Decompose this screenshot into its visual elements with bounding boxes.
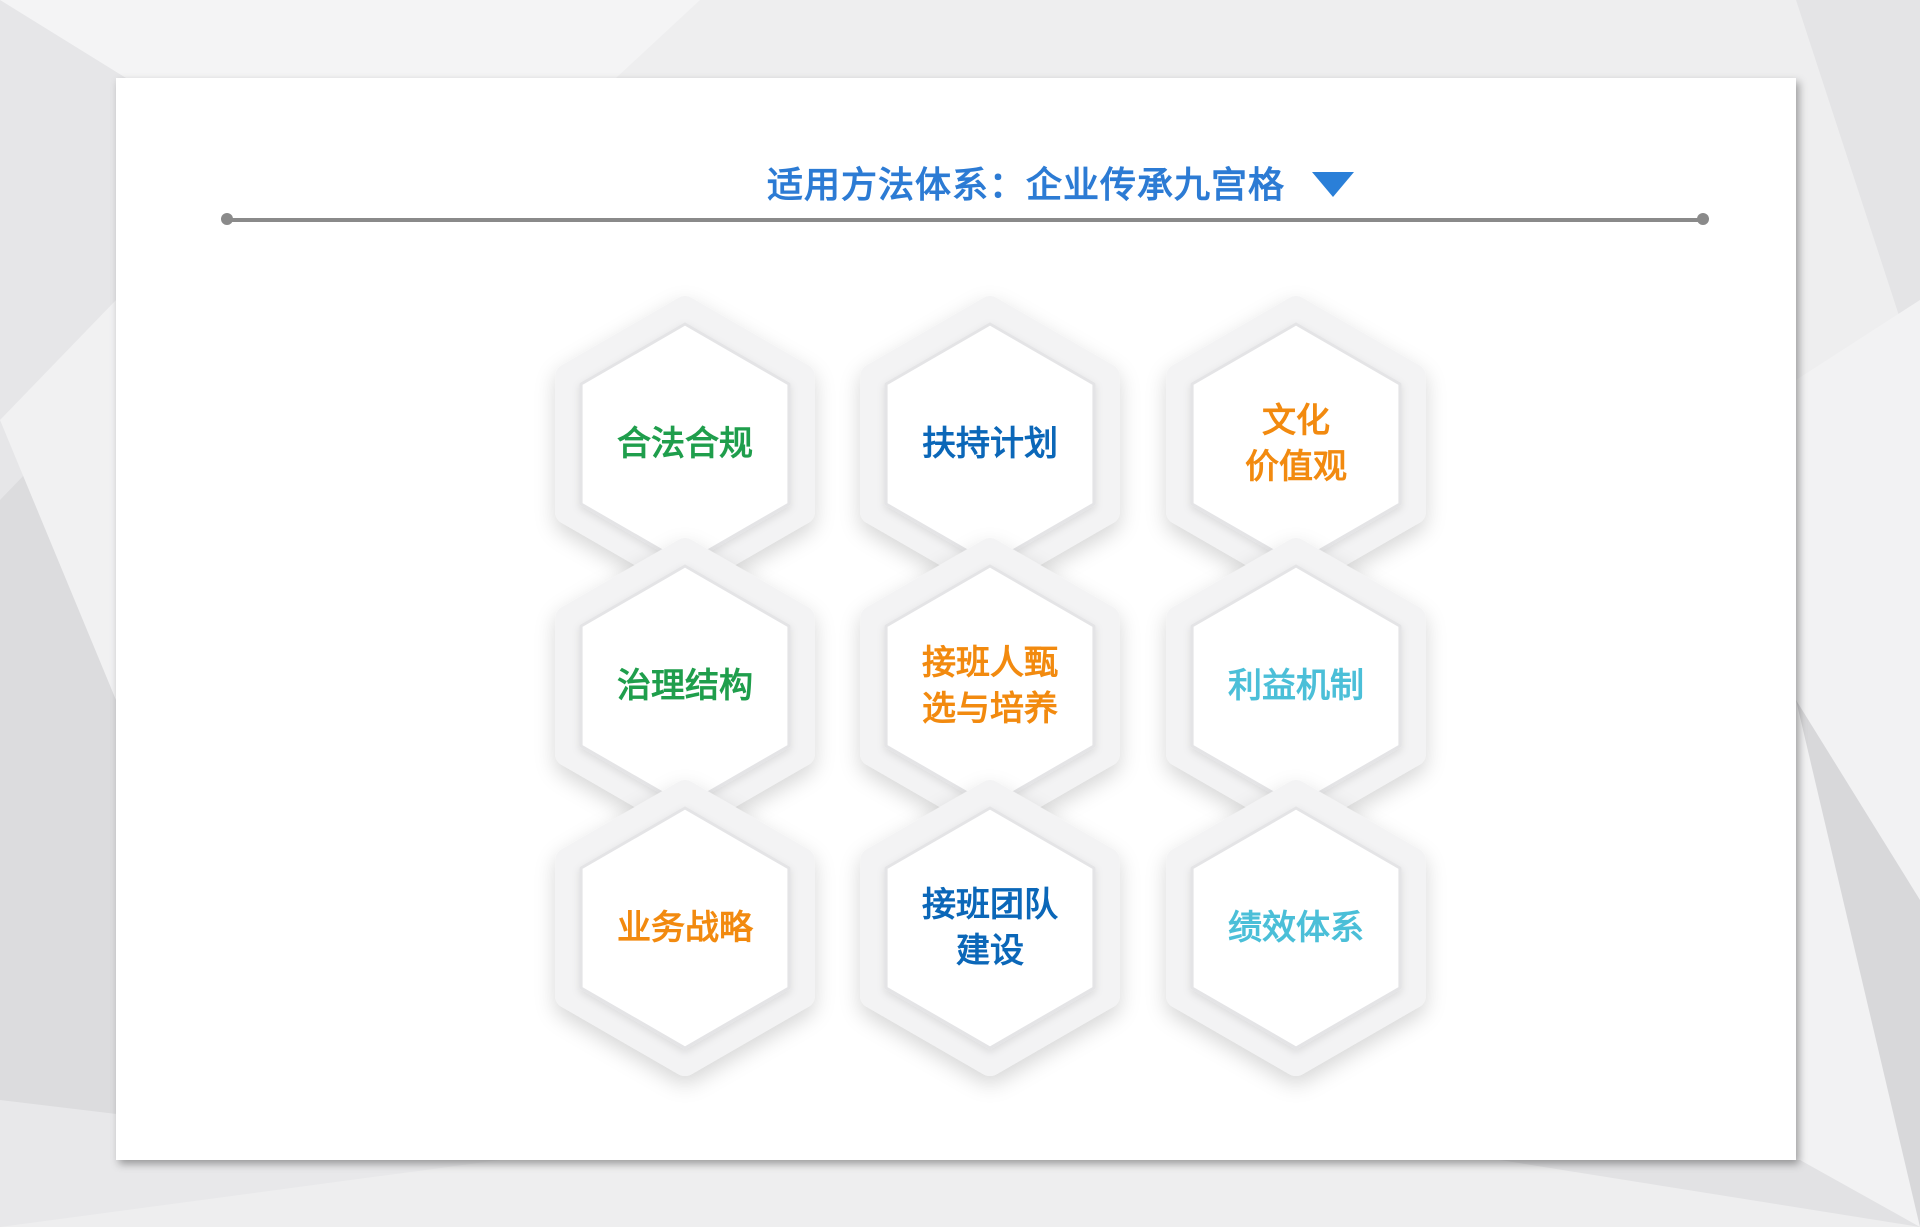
title-divider bbox=[226, 218, 1704, 222]
grid-item-label: 文化价值观 bbox=[1176, 398, 1416, 490]
grid-item-label: 绩效体系 bbox=[1176, 905, 1416, 951]
triangle-down-icon bbox=[1312, 172, 1354, 197]
grid-item-label: 扶持计划 bbox=[870, 421, 1110, 467]
grid-item-label: 合法合规 bbox=[565, 421, 805, 467]
hex-ring-5 bbox=[1166, 538, 1426, 834]
grid-item-label: 利益机制 bbox=[1176, 663, 1416, 709]
grid-item-line: 绩效体系 bbox=[1228, 908, 1364, 948]
page-title: 适用方法体系：企业传承九宫格 bbox=[766, 165, 1285, 206]
hex-ring-7 bbox=[860, 780, 1120, 1076]
hex-inner bbox=[1190, 806, 1402, 1050]
grid-item-label: 接班人甄选与培养 bbox=[870, 640, 1110, 732]
divider-right-dot bbox=[1697, 213, 1709, 225]
hex-ring-1 bbox=[860, 296, 1120, 592]
grid-item-line: 文化 bbox=[1262, 401, 1330, 441]
title-row: 适用方法体系：企业传承九宫格 bbox=[116, 148, 1796, 212]
grid-item-line: 扶持计划 bbox=[922, 424, 1058, 464]
hex-inner bbox=[579, 806, 791, 1050]
grid-item-label: 治理结构 bbox=[565, 663, 805, 709]
hex-ring-8 bbox=[1166, 780, 1426, 1076]
grid-item-line: 选与培养 bbox=[922, 689, 1058, 729]
hex-ring-2 bbox=[1166, 296, 1426, 592]
grid-item-line: 利益机制 bbox=[1228, 666, 1364, 706]
divider-left-dot bbox=[221, 213, 233, 225]
hex-ring-6 bbox=[555, 780, 815, 1076]
grid-item-line: 接班人甄 bbox=[922, 643, 1058, 683]
grid-item-label: 接班团队建设 bbox=[870, 882, 1110, 974]
grid-item-line: 治理结构 bbox=[617, 666, 753, 706]
grid-item-line: 业务战略 bbox=[617, 908, 753, 948]
grid-item-line: 建设 bbox=[956, 931, 1024, 971]
grid-item-label: 业务战略 bbox=[565, 905, 805, 951]
grid-item-line: 接班团队 bbox=[922, 885, 1058, 925]
hex-inner bbox=[884, 806, 1096, 1050]
grid-item-line: 价值观 bbox=[1245, 447, 1347, 487]
grid-item-line: 合法合规 bbox=[617, 424, 753, 464]
